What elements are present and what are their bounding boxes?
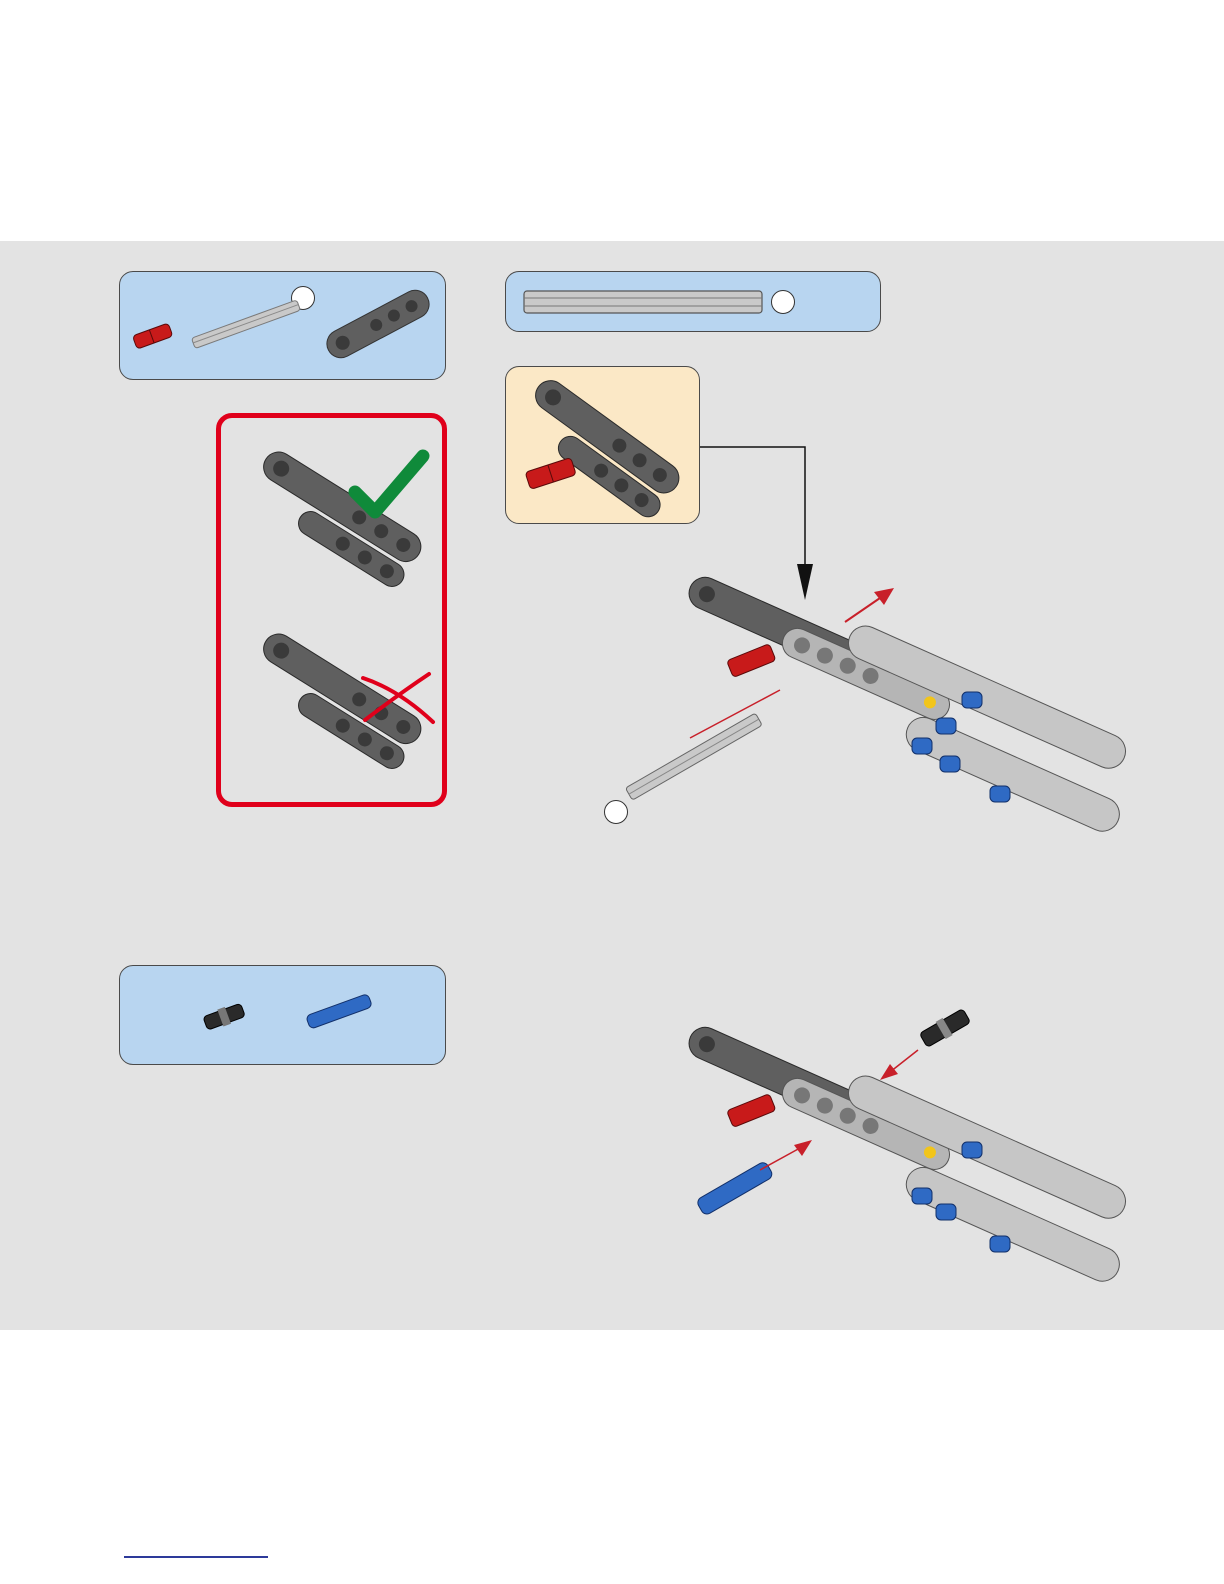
parts-list-step1-axle [505, 271, 881, 332]
blue-long-pin-icon [300, 991, 380, 1031]
cross-icon [359, 670, 439, 730]
grey-axle-icon [188, 294, 308, 354]
length-indicator-circle [604, 800, 628, 824]
parts-list-step1 [119, 271, 446, 380]
warning-frame [216, 413, 447, 807]
dark-grey-liftarm-icon [318, 284, 438, 364]
sub-assembly-callout [505, 366, 700, 524]
liftarm-with-red-pin [506, 367, 701, 525]
length-indicator-circle [771, 290, 795, 314]
long-grey-axle-icon [524, 291, 764, 315]
check-icon [349, 450, 429, 530]
parts-list-step2 [119, 965, 446, 1065]
red-axle-pin-icon [128, 317, 188, 357]
black-pin-with-bush-icon [196, 996, 256, 1036]
footer-rule [124, 1556, 268, 1558]
